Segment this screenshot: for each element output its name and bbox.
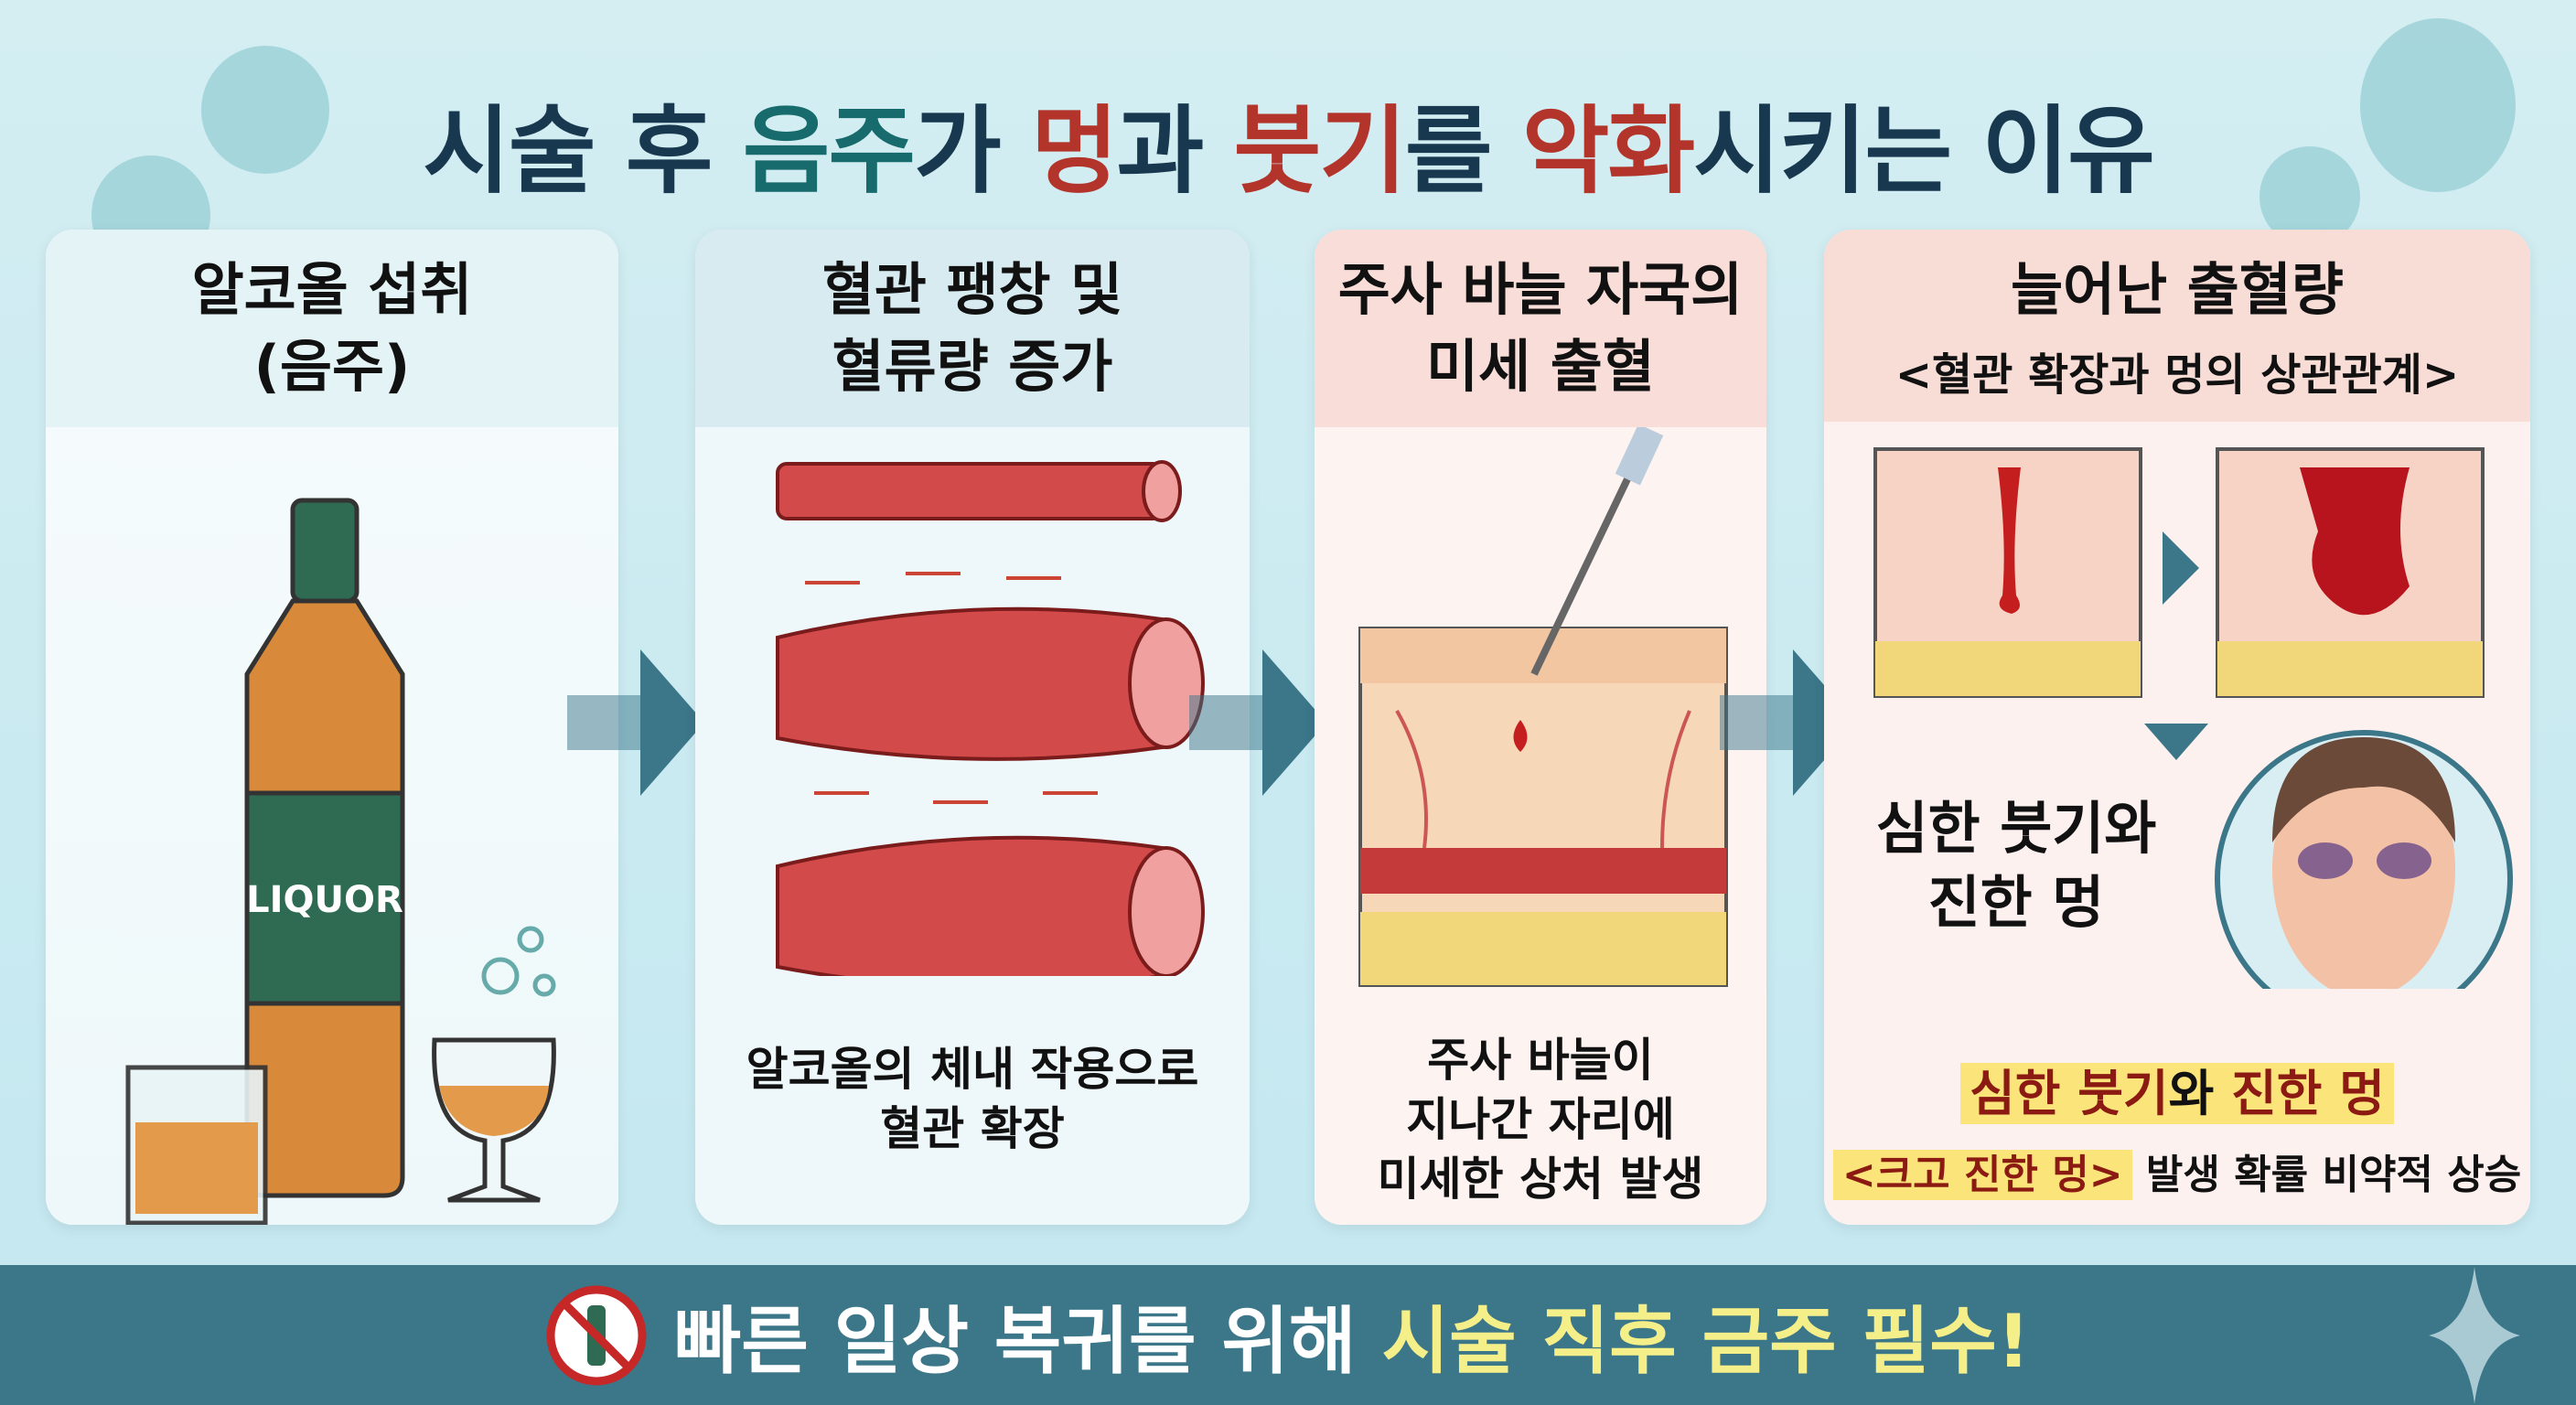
- decor-circle: [2360, 18, 2516, 192]
- footer-text: 빠른 일상 복귀를 위해 시술 직후 금주 필수!: [673, 1298, 2031, 1384]
- result-note: <크고 진한 멍> 발생 확률 비약적 상승: [1824, 1149, 2530, 1201]
- decor-circle: [201, 46, 329, 174]
- result-highlight: 심한 붓기와 진한 멍: [1824, 1062, 2530, 1126]
- card-subheading: <혈관 확장과 멍의 상관관계>: [1894, 349, 2460, 401]
- footer-banner: 빠른 일상 복귀를 위해 시술 직후 금주 필수!: [0, 1265, 2576, 1405]
- no-alcohol-icon: [546, 1285, 647, 1385]
- card-alcohol-intake: 알코올 섭취(음주) LIQUOR: [46, 230, 618, 1225]
- blood-vessel-illustration: [776, 460, 1205, 990]
- svg-text:LIQUOR: LIQUOR: [246, 879, 403, 921]
- page-title: 시술 후 음주가 멍과 붓기를 악화시키는 이유: [423, 95, 2155, 207]
- sparkle-icon: [2429, 1267, 2520, 1404]
- arrow-right-icon: [1189, 649, 1326, 796]
- liquor-bottle-illustration: LIQUOR: [125, 498, 556, 1225]
- card-heading: 늘어난 출혈량: [1824, 230, 2530, 422]
- card-heading: 알코올 섭취(음주): [46, 230, 618, 427]
- bruise-comparison-illustration: [1873, 447, 2513, 989]
- arrow-right-icon: [567, 649, 704, 796]
- skin-needle-illustration: [1358, 424, 1728, 987]
